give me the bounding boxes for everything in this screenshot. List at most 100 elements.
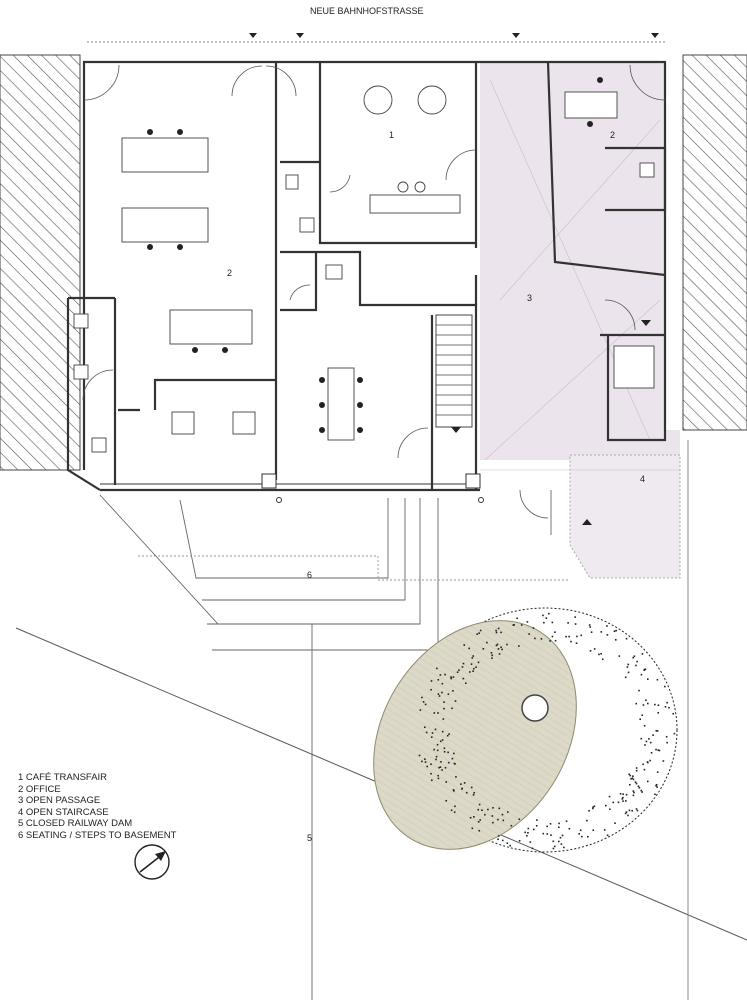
north-arrow-icon xyxy=(134,844,170,880)
gravel-dot xyxy=(640,737,643,740)
gravel-dot xyxy=(422,701,425,703)
gravel-dot xyxy=(603,829,606,831)
gravel-dot xyxy=(443,707,445,710)
gravel-dot xyxy=(491,657,493,659)
gravel-dot xyxy=(574,623,577,625)
gravel-dot xyxy=(472,655,475,657)
gravel-dot xyxy=(625,793,628,796)
gravel-dot xyxy=(498,653,501,655)
gravel-dot xyxy=(618,655,621,657)
gravel-dot xyxy=(634,781,637,783)
gravel-dot xyxy=(443,747,446,750)
gravel-dot xyxy=(437,678,440,681)
gravel-dot xyxy=(647,702,649,705)
gravel-dot xyxy=(628,773,630,776)
gravel-dot xyxy=(635,664,637,667)
gravel-dot xyxy=(445,799,448,802)
gravel-dot xyxy=(433,712,436,714)
gravel-dot xyxy=(578,832,580,835)
gravel-dot xyxy=(498,807,501,810)
gravel-dot xyxy=(430,680,433,682)
gravel-dot xyxy=(649,741,652,744)
gravel-dot xyxy=(627,671,630,674)
legend-item: 1 CAFÉ TRANSFAIR xyxy=(18,772,108,783)
gravel-dot xyxy=(665,735,668,738)
gravel-dot xyxy=(452,690,454,692)
legend-item: 2 OFFICE xyxy=(18,783,61,795)
gravel-dot xyxy=(590,631,593,633)
gravel-dot xyxy=(453,752,455,755)
gravel-dot xyxy=(491,654,493,657)
gravel-dot xyxy=(526,834,528,837)
legend-item: 4 OPEN STAIRCASE xyxy=(18,806,109,818)
gravel-dot xyxy=(635,702,638,705)
gravel-dot xyxy=(546,825,548,828)
gravel-dot xyxy=(440,761,442,763)
open-staircase-area xyxy=(569,454,681,579)
gravel-dot xyxy=(633,791,635,794)
gravel-dot xyxy=(624,812,627,815)
gravel-dot xyxy=(570,640,572,643)
gravel-dot xyxy=(576,635,578,638)
gravel-dot xyxy=(437,774,440,777)
gravel-dot xyxy=(461,666,464,668)
gravel-dot xyxy=(593,805,596,808)
gravel-dot xyxy=(609,808,611,811)
gravel-dot xyxy=(447,761,450,764)
gravel-dot xyxy=(645,699,647,702)
gravel-dot xyxy=(430,736,433,738)
gravel-dot xyxy=(516,617,518,620)
gravel-dot xyxy=(487,808,489,811)
gravel-dot xyxy=(549,640,551,642)
gravel-dot xyxy=(492,821,494,824)
gravel-dot xyxy=(586,819,588,822)
gravel-dot xyxy=(615,629,617,632)
gravel-dot xyxy=(434,728,437,731)
gravel-dot xyxy=(600,652,602,655)
gravel-dot xyxy=(441,691,443,694)
street-name: NEUE BAHNHOFSTRASSE xyxy=(310,6,424,16)
gravel-dot xyxy=(600,631,603,633)
gravel-dot xyxy=(561,834,564,837)
gravel-dot xyxy=(531,847,534,850)
gravel-dot xyxy=(612,801,615,804)
gravel-dot xyxy=(592,806,594,808)
gravel-dot xyxy=(473,667,475,670)
gravel-dot xyxy=(481,809,483,812)
gravel-dot xyxy=(532,828,535,831)
gravel-dot xyxy=(606,625,608,627)
gravel-dot xyxy=(630,778,632,780)
gravel-dot xyxy=(552,847,555,850)
gravel-dot xyxy=(622,800,624,802)
gravel-dot xyxy=(672,712,675,715)
gravel-dot xyxy=(656,786,658,788)
gravel-dot xyxy=(639,718,641,721)
gravel-dot xyxy=(641,791,643,793)
gravel-dot xyxy=(532,627,535,629)
gravel-dot xyxy=(568,635,570,638)
gravel-dot xyxy=(540,638,543,640)
gravel-dot xyxy=(501,839,504,842)
gravel-dot xyxy=(574,616,576,618)
gravel-dot xyxy=(435,755,438,758)
gravel-dot xyxy=(479,629,482,632)
gravel-dot xyxy=(673,732,676,735)
room-label-seating: 6 xyxy=(307,570,313,580)
gravel-dot xyxy=(424,703,427,706)
legend: 1 CAFÉ TRANSFAIR 2 OFFICE 3 OPEN PASSAGE… xyxy=(18,772,176,841)
gravel-dot xyxy=(472,794,475,796)
gravel-dot xyxy=(625,637,628,640)
gravel-dot xyxy=(424,761,427,763)
gravel-dot xyxy=(462,662,465,665)
gravel-dot xyxy=(655,784,657,787)
gravel-dot xyxy=(640,673,643,676)
gravel-dot xyxy=(451,757,454,760)
gravel-dot xyxy=(446,734,449,737)
legend-item: 6 SEATING / STEPS TO BASEMENT xyxy=(18,829,177,841)
gravel-dot xyxy=(613,630,616,633)
gravel-dot xyxy=(640,789,643,792)
gravel-dot xyxy=(652,734,654,736)
gravel-dot xyxy=(592,829,595,832)
room-label-staircase: 4 xyxy=(640,474,646,484)
